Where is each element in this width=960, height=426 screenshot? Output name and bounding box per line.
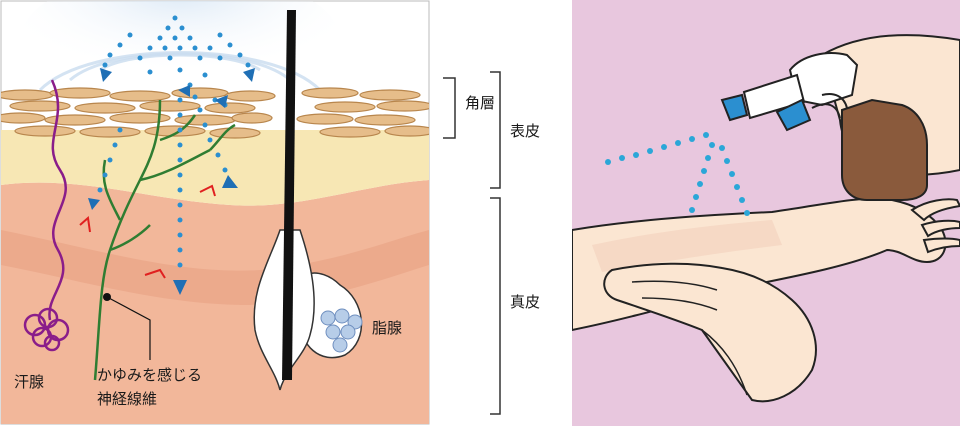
sweat-gland-coil xyxy=(23,307,70,352)
label-epidermis: 表皮 xyxy=(510,122,540,140)
corneum-bracket xyxy=(443,77,456,139)
label-sweat-gland: 汗腺 xyxy=(14,373,44,391)
label-stratum-corneum: 角層 xyxy=(465,94,495,112)
spray-dots xyxy=(97,15,251,268)
label-dermis: 真皮 xyxy=(510,293,540,311)
itch-marks xyxy=(79,184,216,279)
spray-nozzle xyxy=(720,93,749,122)
sprayed-area xyxy=(592,220,782,272)
skin-diagram-svg: 角層 表皮 真皮 脂腺 汗腺 かゆみを感じる 神経線維 xyxy=(0,0,540,425)
spray-dot-streams xyxy=(605,132,750,216)
sweat-duct xyxy=(48,79,67,321)
epidermis-bracket xyxy=(490,71,501,189)
nerve-leader-line xyxy=(106,296,151,360)
epidermis-layer xyxy=(1,130,429,206)
layer-brackets xyxy=(443,71,501,415)
spray-arm-illustration xyxy=(572,0,960,426)
spray-nozzle-head xyxy=(742,73,806,120)
sebaceous-cells xyxy=(320,308,363,353)
spray-bottle-body xyxy=(841,98,928,201)
label-itch-nerve-line2: 神経線維 xyxy=(97,390,157,408)
stratum-corneum-cells xyxy=(1,87,429,139)
dermis-bracket xyxy=(490,197,501,415)
hair-shaft xyxy=(282,10,296,380)
spray-scene-svg xyxy=(572,0,960,426)
spray-trigger xyxy=(775,98,812,132)
spray-arrowheads xyxy=(88,68,255,295)
extended-hand-fingers xyxy=(910,198,960,254)
skin-cross-section-diagram: 角層 表皮 真皮 脂腺 汗腺 かゆみを感じる 神経線維 xyxy=(0,0,540,425)
label-itch-nerve-line1: かゆみを感じる xyxy=(97,366,202,384)
label-sebaceous-gland: 脂腺 xyxy=(372,319,402,337)
